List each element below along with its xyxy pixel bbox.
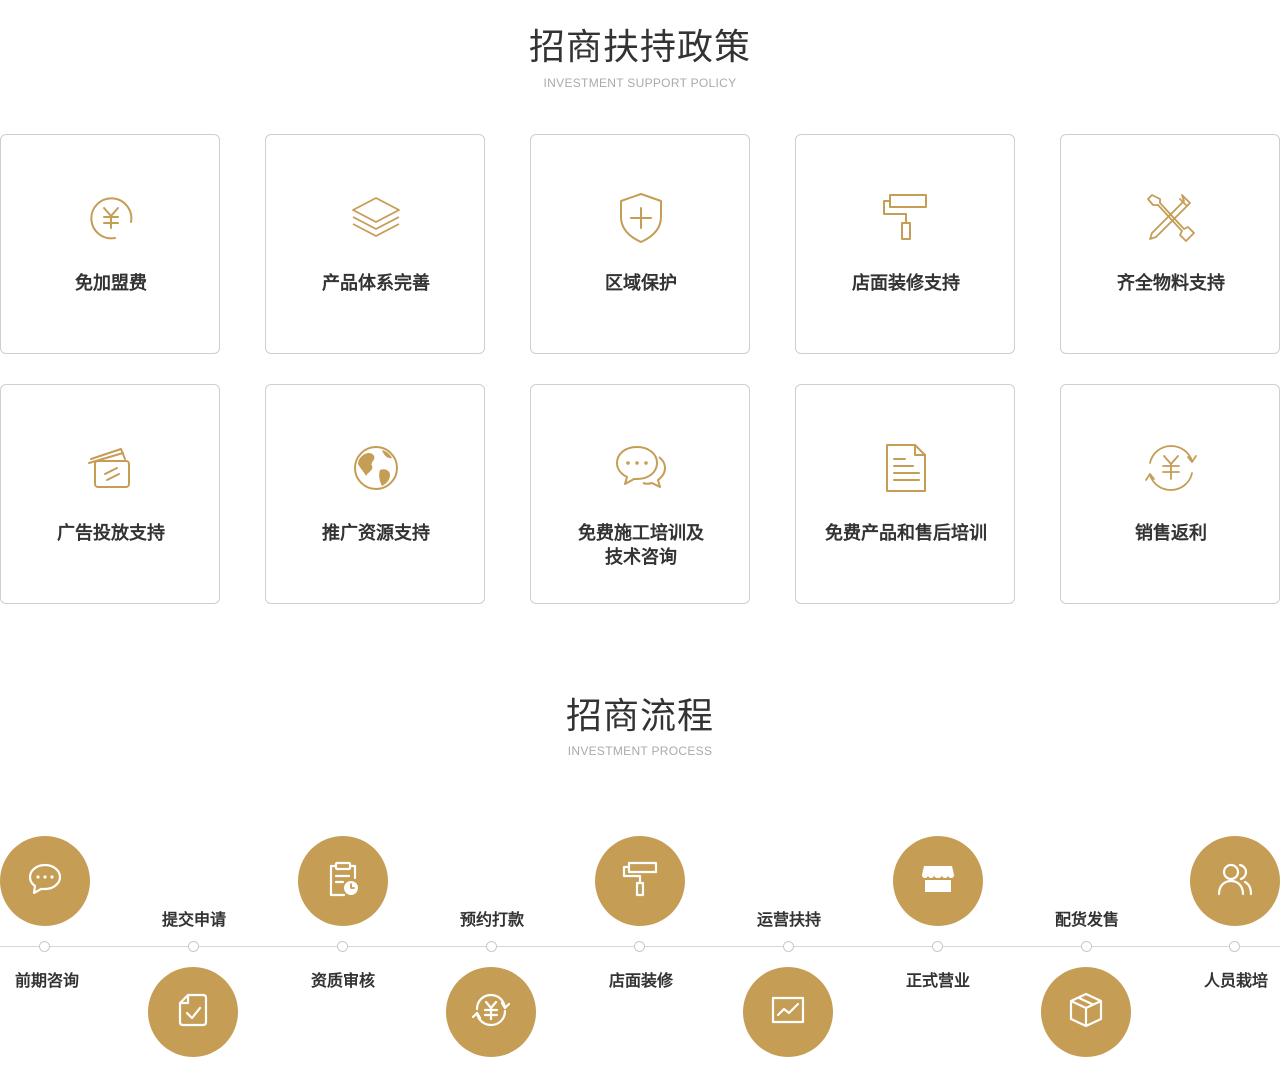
policy-card-label: 免费施工培训及技术咨询 bbox=[578, 523, 704, 568]
timeline-dot bbox=[188, 941, 199, 952]
cards-icon bbox=[1, 440, 221, 496]
checklist-icon bbox=[176, 992, 210, 1032]
step-operation-circle bbox=[743, 967, 833, 1057]
yuan-circle-icon bbox=[1, 190, 221, 246]
storefront-icon bbox=[920, 862, 956, 900]
chat-bubbles-icon bbox=[531, 440, 751, 496]
timeline-dot bbox=[634, 941, 645, 952]
policy-card-label: 店面装修支持 bbox=[852, 273, 960, 294]
policy-card-label: 免加盟费 bbox=[75, 273, 147, 294]
policy-card-label: 推广资源支持 bbox=[322, 523, 430, 544]
step-consult-circle bbox=[0, 836, 90, 926]
timeline-dot bbox=[1229, 941, 1240, 952]
process-title: 招商流程 bbox=[565, 696, 714, 737]
timeline-dot bbox=[783, 941, 794, 952]
paint-roller-icon bbox=[621, 860, 659, 902]
chat-icon bbox=[27, 862, 63, 900]
policy-card-training-consulting: 免费施工培训及技术咨询 bbox=[530, 384, 750, 604]
tools-icon bbox=[1061, 190, 1280, 246]
step-opening-circle bbox=[893, 836, 983, 926]
policy-card-advertising: 广告投放支持 bbox=[0, 384, 220, 604]
policy-card-label: 产品体系完善 bbox=[322, 273, 430, 294]
globe-icon bbox=[266, 440, 486, 496]
step-label: 提交申请 bbox=[161, 910, 226, 929]
process-subtitle: INVESTMENT PROCESS bbox=[567, 744, 713, 758]
policy-card-label: 免费产品和售后培训 bbox=[825, 523, 987, 544]
step-label: 资质审核 bbox=[310, 971, 375, 990]
users-icon bbox=[1216, 861, 1254, 901]
policy-card-free-franchise: 免加盟费 bbox=[0, 134, 220, 354]
chart-icon bbox=[770, 995, 806, 1029]
policy-title: 招商扶持政策 bbox=[528, 27, 751, 68]
policy-card-sales-rebate: 销售返利 bbox=[1060, 384, 1280, 604]
timeline-dot bbox=[39, 941, 50, 952]
policy-card-label: 销售返利 bbox=[1135, 523, 1207, 544]
yuan-cycle-icon bbox=[1061, 440, 1280, 496]
policy-card-materials: 齐全物料支持 bbox=[1060, 134, 1280, 354]
step-training-circle bbox=[1190, 836, 1280, 926]
timeline-dot bbox=[932, 941, 943, 952]
step-apply-circle bbox=[148, 967, 238, 1057]
shield-plus-icon bbox=[531, 190, 751, 246]
box-icon bbox=[1068, 991, 1104, 1033]
step-label: 前期咨询 bbox=[14, 971, 79, 990]
step-payment-circle bbox=[446, 967, 536, 1057]
step-label: 预约打款 bbox=[459, 910, 524, 929]
paint-roller-icon bbox=[796, 190, 1016, 246]
step-review-circle bbox=[298, 836, 388, 926]
policy-card-promotion: 推广资源支持 bbox=[265, 384, 485, 604]
step-label: 配货发售 bbox=[1054, 910, 1119, 929]
step-label: 运营扶持 bbox=[756, 910, 821, 929]
timeline-dot bbox=[1081, 941, 1092, 952]
step-label: 正式营业 bbox=[905, 971, 970, 990]
document-icon bbox=[796, 440, 1016, 496]
step-decoration-circle bbox=[595, 836, 685, 926]
clipboard-clock-icon bbox=[326, 860, 360, 902]
policy-card-area-protection: 区域保护 bbox=[530, 134, 750, 354]
policy-card-product-system: 产品体系完善 bbox=[265, 134, 485, 354]
layers-icon bbox=[266, 190, 486, 246]
step-label: 人员栽培 bbox=[1203, 971, 1268, 990]
timeline-dot bbox=[337, 941, 348, 952]
policy-subtitle: INVESTMENT SUPPORT POLICY bbox=[543, 76, 737, 90]
policy-card-label: 广告投放支持 bbox=[57, 523, 165, 544]
policy-card-store-decoration: 店面装修支持 bbox=[795, 134, 1015, 354]
step-label: 店面装修 bbox=[608, 971, 673, 990]
step-distribution-circle bbox=[1041, 967, 1131, 1057]
yuan-refresh-icon bbox=[471, 991, 511, 1033]
policy-card-product-training: 免费产品和售后培训 bbox=[795, 384, 1015, 604]
policy-card-label: 齐全物料支持 bbox=[1117, 273, 1225, 294]
timeline-dot bbox=[486, 941, 497, 952]
policy-card-label: 区域保护 bbox=[605, 273, 677, 294]
